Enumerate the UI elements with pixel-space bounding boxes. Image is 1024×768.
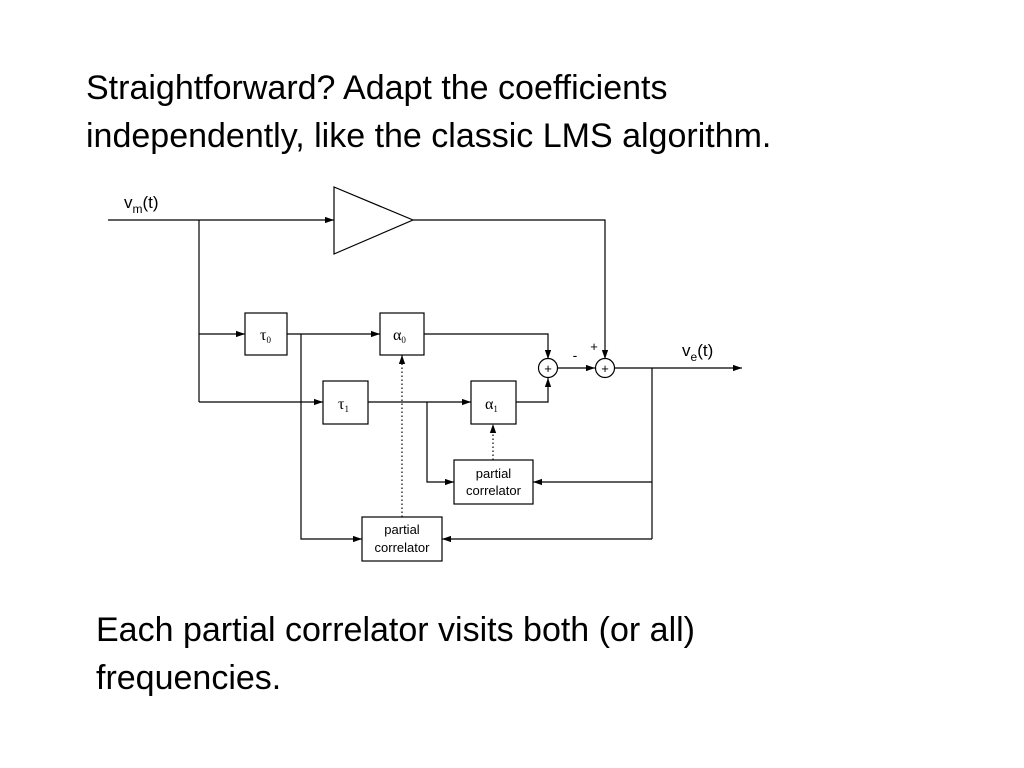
delay1-to-top-correlator-wire (426, 402, 454, 486)
output-signal-label: ve(t) (682, 341, 713, 364)
summer1-sign: + (544, 361, 552, 376)
slide-title: Straightforward? Adapt the coefficients … (86, 64, 986, 160)
slide-caption-line-1: Each partial correlator visits both (or … (96, 611, 696, 649)
slide-caption-line-2: frequencies. (96, 659, 282, 697)
partial-correlator-0 (361, 516, 443, 562)
correlator-1-line1: partial (476, 466, 512, 481)
slide-title-line-2: independently, like the classic LMS algo… (86, 117, 772, 155)
minus-sign-label: - (573, 347, 578, 363)
coef-1-symbol: α1 (485, 396, 498, 414)
slide-caption: Each partial correlator visits both (or … (96, 606, 956, 702)
delay-1-symbol: τ1 (338, 396, 349, 414)
amplifier-output-wire (413, 219, 609, 359)
delay-block-1 (322, 380, 369, 425)
correlator-0-line2: correlator (375, 540, 431, 555)
coef0-to-summer1-wire (424, 333, 552, 359)
delay-block-0 (244, 312, 288, 356)
coef1-to-summer1-wire (516, 378, 552, 403)
correlator-0-line1: partial (384, 522, 420, 537)
coef-0-symbol: α0 (393, 327, 406, 345)
plus-sign-label: + (590, 339, 598, 354)
delay0-to-bottom-correlator-wire (300, 334, 362, 543)
slide-title-line-1: Straightforward? Adapt the coefficients (86, 69, 668, 107)
coefficient-block-1 (470, 380, 517, 425)
correlator-1-line2: correlator (466, 483, 522, 498)
input-signal-label: vm(t) (124, 193, 159, 216)
delay-0-symbol: τ0 (260, 327, 271, 345)
coefficient-block-0 (379, 312, 425, 356)
summer2-sign: + (601, 361, 609, 376)
partial-correlator-1 (453, 459, 534, 505)
amplifier-triangle (333, 186, 415, 255)
